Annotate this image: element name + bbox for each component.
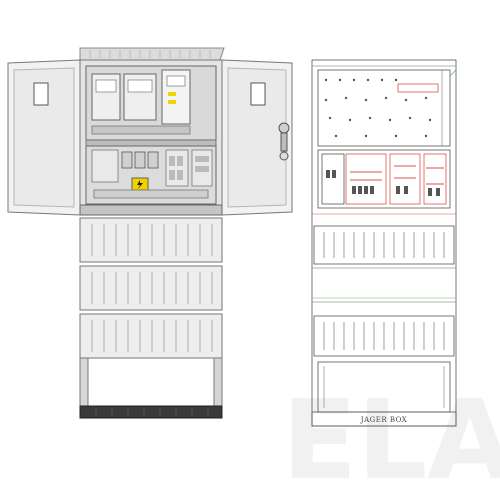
plinth-panel-1	[79, 217, 223, 263]
plinth-panel-2	[79, 265, 223, 311]
roof-ribs	[89, 50, 211, 58]
drawing-mounting-holes	[324, 78, 432, 138]
drawing-plinth-panel-2	[313, 315, 455, 357]
left-door-window	[33, 82, 49, 106]
technical-drawing	[311, 59, 457, 427]
right-door-window	[250, 82, 266, 106]
cabinet-render	[7, 47, 293, 419]
lightning-warning-icon	[131, 177, 149, 191]
svg-text:ELA: ELA	[282, 376, 500, 500]
cabinet-bottom-lip	[79, 204, 223, 216]
ela-watermark-logo: ELA	[282, 376, 500, 500]
drawing-breaker-section	[317, 149, 451, 209]
cabinet-roof	[79, 47, 225, 61]
plinth-base	[79, 405, 223, 419]
door-handle-icon	[278, 122, 290, 161]
drawing-mounting-plate	[317, 69, 451, 147]
upper-divider-strip	[85, 139, 217, 147]
plinth-panel-3	[79, 313, 223, 359]
drawing-brand-label: JAGER BOX	[360, 416, 407, 424]
drawing-plinth-panel-1	[313, 225, 455, 265]
